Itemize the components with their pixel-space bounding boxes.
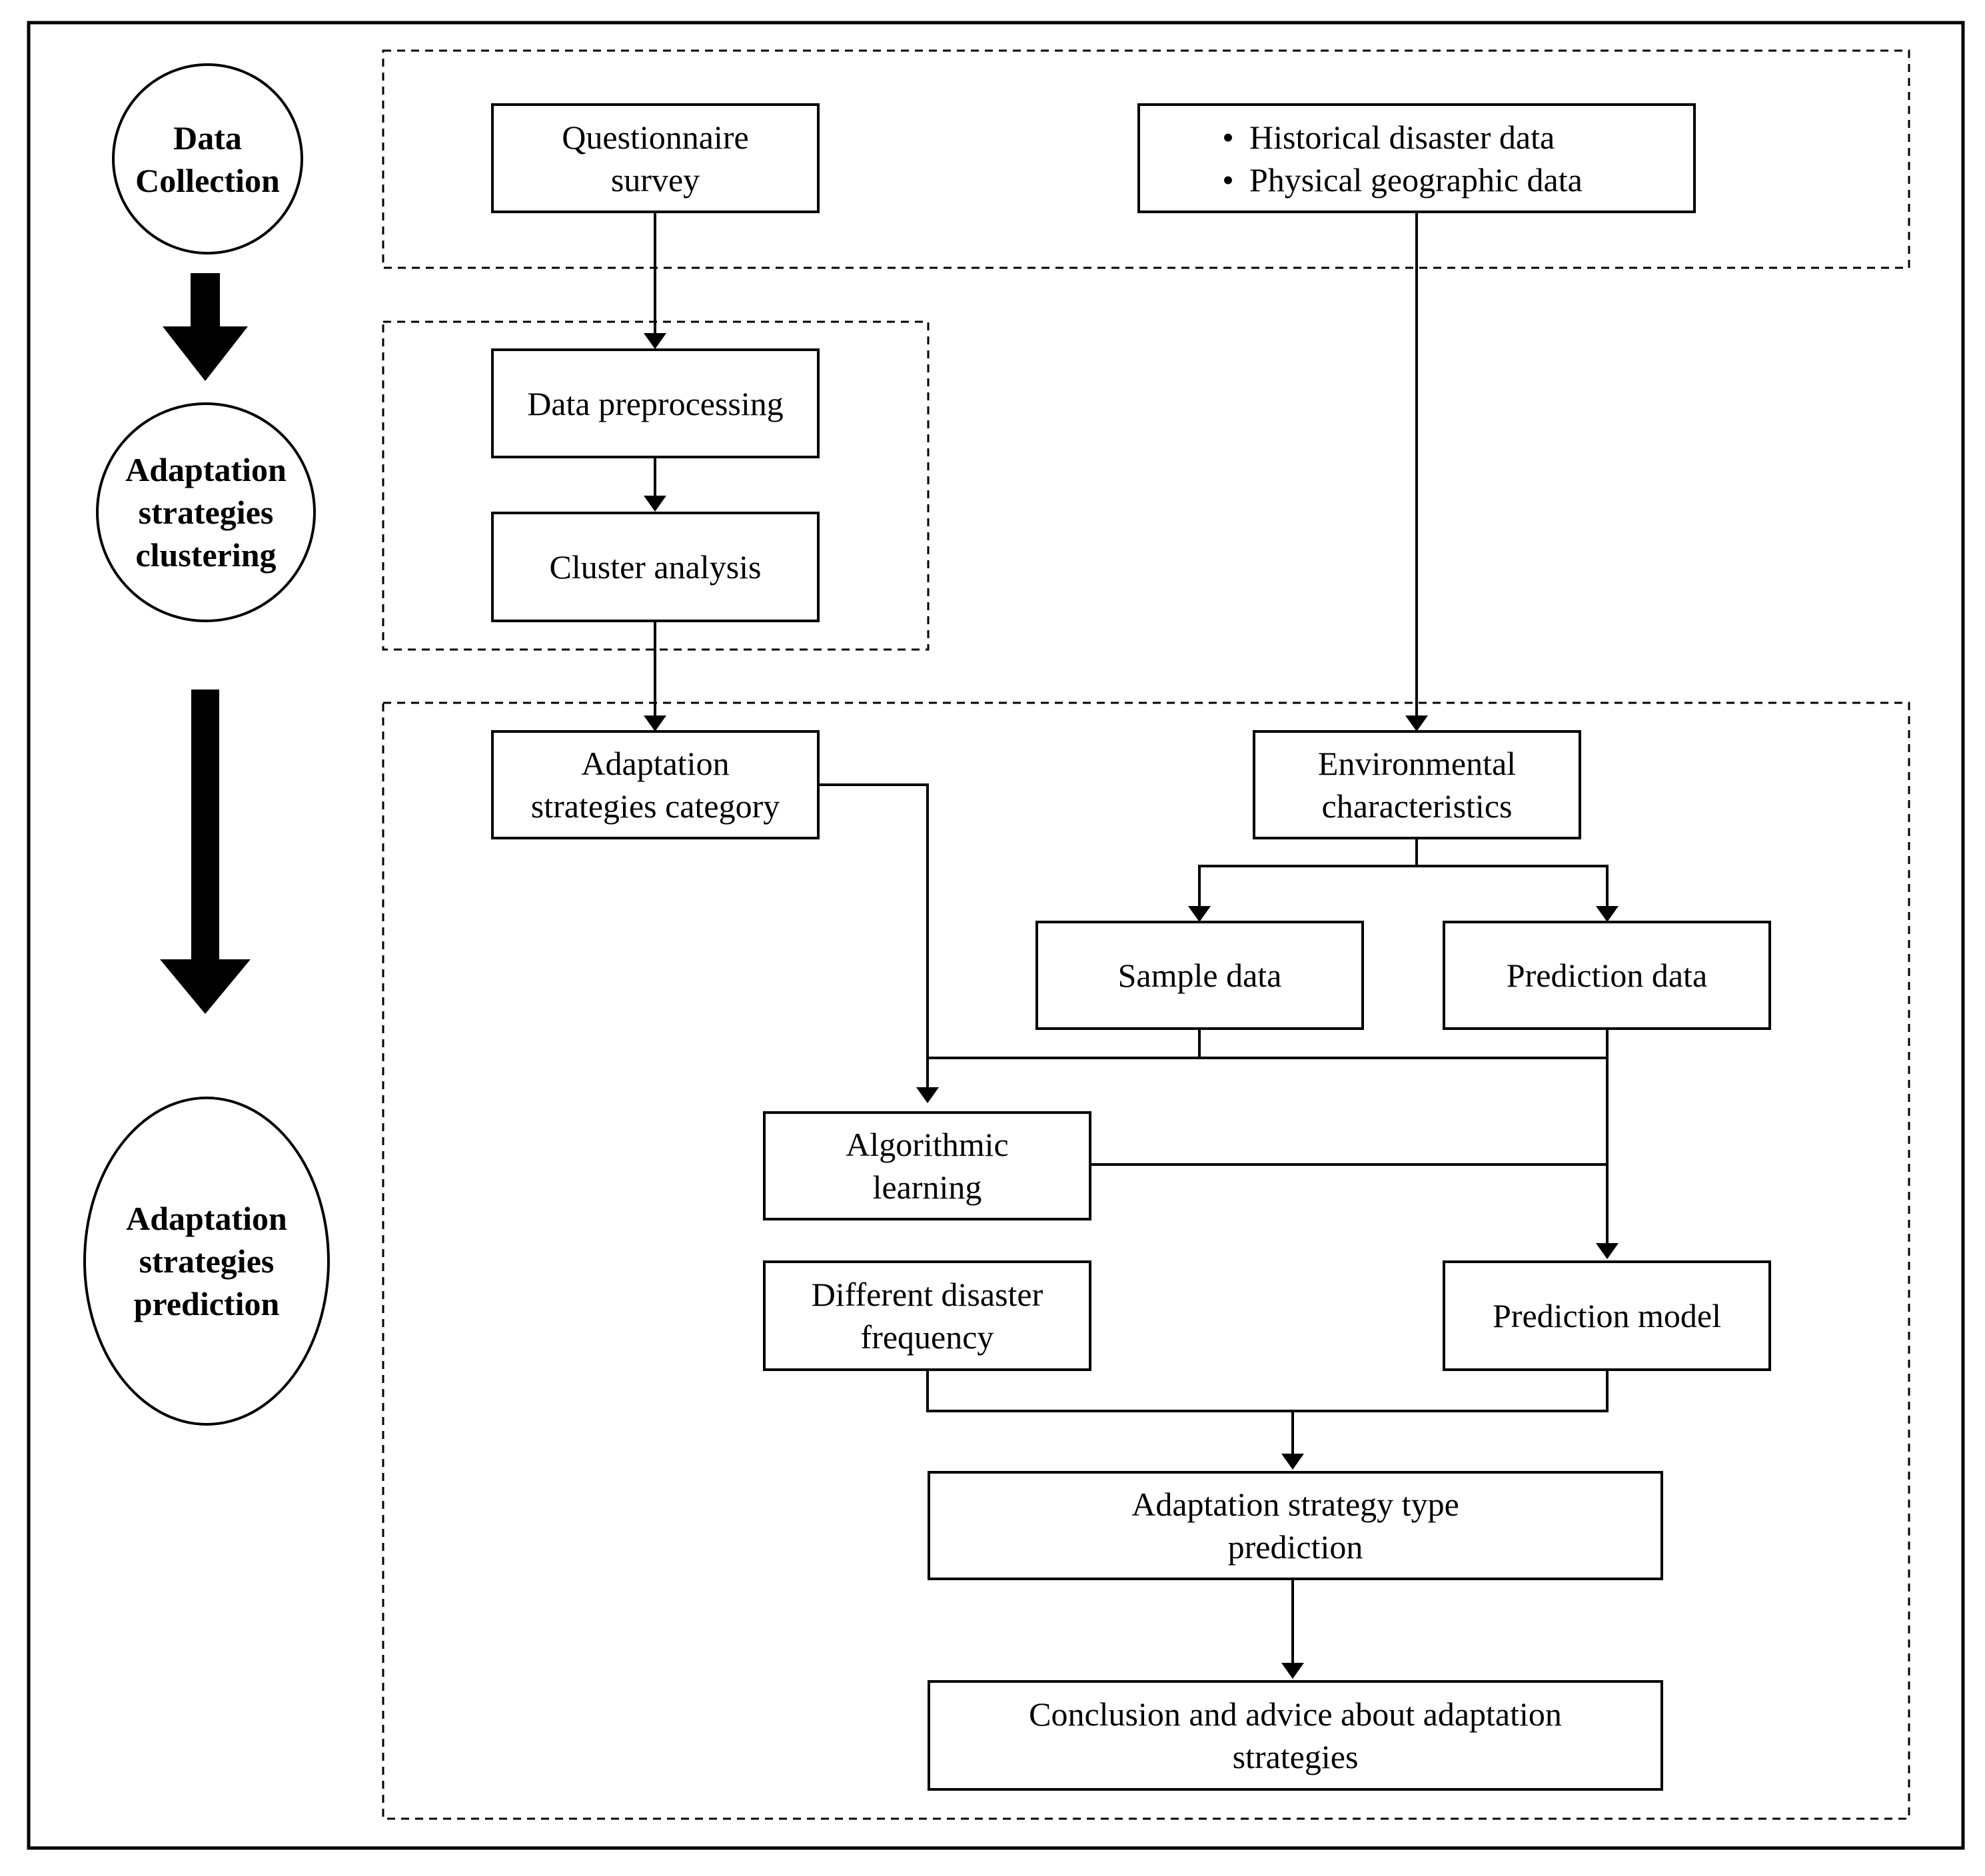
environmental-characteristics-box: Environmental characteristics [1253,730,1581,839]
arrowhead-type [1281,1454,1304,1470]
edge-sample-bus [928,1030,1201,1059]
questionnaire-survey-box: Questionnaire survey [491,103,820,213]
conclusion-box: Conclusion and advice about adaptation s… [928,1680,1663,1791]
strategy-category-box: Adaptation strategies category [491,730,820,839]
edge-category-learning [820,783,929,1093]
stage-arrow-2 [160,690,251,1014]
arrowheads [644,333,1619,1679]
arrowhead-model [1596,1243,1619,1259]
prediction-data-box: Prediction data [1443,921,1771,1030]
cluster-analysis-box: Cluster analysis [491,512,820,622]
edge-prediction-bus [1199,1030,1609,1059]
stage-data-collection: Data Collection [112,63,303,254]
prediction-region [382,702,1910,1820]
algorithmic-learning-box: Algorithmic learning [763,1111,1091,1220]
arrowhead-conclusion [1281,1663,1304,1679]
arrowhead-sample [1188,906,1211,922]
stage-clustering: Adaptation strategies clustering [96,402,316,622]
arrowhead-environmental [1405,715,1428,731]
type-prediction-box: Adaptation strategy type prediction [928,1471,1663,1580]
disaster-frequency-box: Different disaster frequency [763,1260,1091,1371]
stage-arrow-1 [163,273,248,381]
sample-data-box: Sample data [1035,921,1364,1030]
connectors [654,213,1609,1663]
arrowhead-category [644,715,666,731]
prediction-model-box: Prediction model [1443,1260,1771,1371]
edge-frequency-join [926,1371,1609,1412]
edge-split-prediction [1417,865,1609,911]
edge-split-sample [1198,865,1417,911]
data-preprocessing-box: Data preprocessing [491,348,820,458]
arrowhead-cluster [644,496,666,512]
data-collection-region [382,49,1910,269]
data-sources-box: Historical disaster data Physical geogra… [1137,103,1696,213]
stage-prediction: Adaptation strategies prediction [83,1097,330,1426]
arrowhead-prediction-data [1596,906,1619,922]
arrowhead-preprocessing [644,333,666,349]
arrowhead-learning [916,1087,939,1103]
outer-border [27,21,1965,1850]
